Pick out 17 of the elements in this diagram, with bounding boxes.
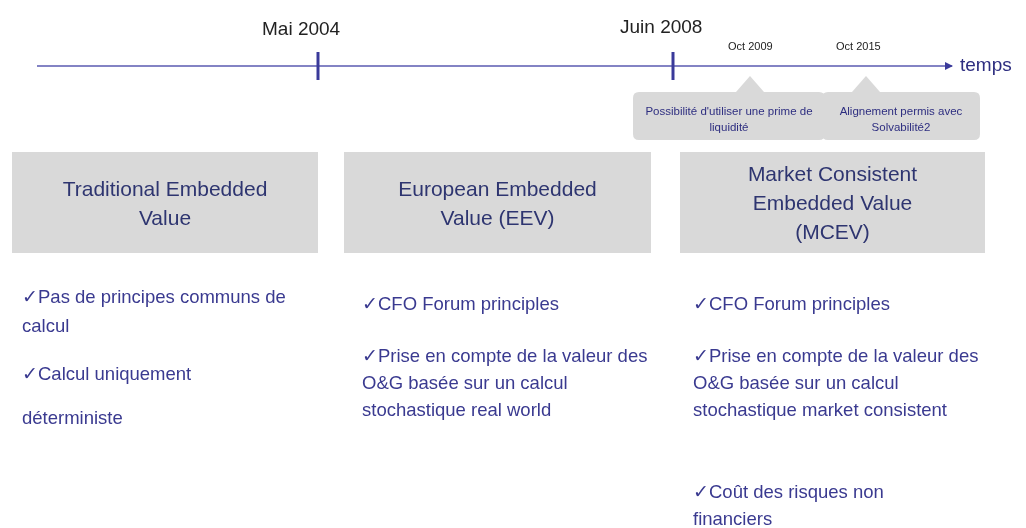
callout-box: Possibilité d'utiliser une prime de liquidité bbox=[633, 76, 825, 140]
era-box: Traditional Embedded Value bbox=[12, 152, 318, 253]
bullet-text: ✓CFO Forum principles bbox=[362, 292, 560, 316]
bullet-text: ✓CFO Forum principles bbox=[693, 292, 891, 316]
date-label: Oct 2015 bbox=[836, 39, 882, 53]
bullet-text: ✓Coût des risques non financiers bbox=[693, 480, 885, 528]
bullet-text: ✓Calcul uniquement déterministe bbox=[22, 362, 193, 430]
bullet-text: ✓Prise en compte de la valeur des O&G basée sur un calcul stochastique market consistent bbox=[693, 344, 980, 422]
era-box: Market Consistent Embedded Value (MCEV) bbox=[680, 152, 985, 253]
bullet-text: ✓Pas de principes communs de calcul bbox=[22, 285, 287, 338]
date-label: Juin 2008 bbox=[620, 15, 704, 39]
axis-label: temps bbox=[960, 53, 1013, 77]
callout-box: Alignement permis avec Solvabilité2 bbox=[822, 76, 980, 140]
date-label: Oct 2009 bbox=[728, 39, 774, 53]
date-label: Mai 2004 bbox=[262, 17, 342, 41]
era-box: European Embedded Value (EEV) bbox=[344, 152, 651, 253]
bullet-text: ✓Prise en compte de la valeur des O&G basée sur un calcul stochastique real world bbox=[362, 344, 649, 422]
